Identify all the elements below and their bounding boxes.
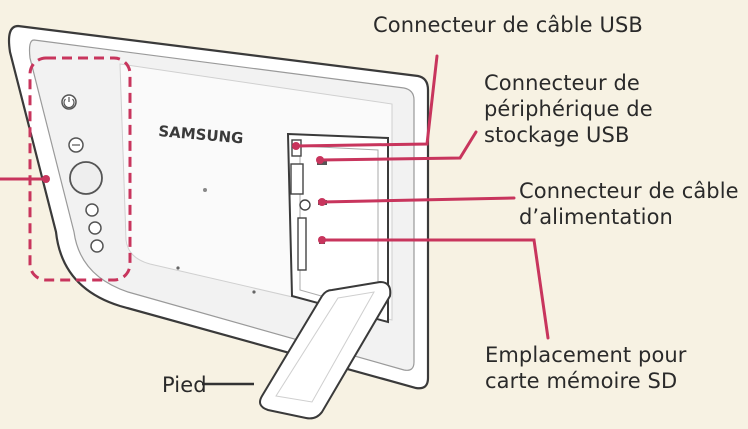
- sd-card-slot: [297, 217, 307, 271]
- label-usb-cable-connector: Connecteur de câble USB: [373, 13, 643, 37]
- mount-hole-icon: [203, 188, 207, 192]
- foot-dot-icon: [176, 266, 180, 270]
- side-buttons-highlight: [28, 56, 132, 282]
- label-sd-card-slot: Emplacement pour carte mémoire SD: [485, 343, 687, 393]
- usb-storage-port: [290, 163, 304, 195]
- settings-button-icon: [90, 239, 104, 253]
- back-button-icon: [85, 203, 99, 217]
- stand: [259, 280, 392, 420]
- callout-sd: [320, 238, 550, 340]
- connector-panel: [286, 132, 389, 324]
- callout-lines: [0, 54, 550, 340]
- label-usb-storage-connector: Connecteur de périphérique de stockage U…: [484, 71, 653, 147]
- label-stand: Pied: [162, 373, 207, 397]
- callout-usb-cable: [294, 54, 439, 148]
- power-port: [299, 199, 311, 211]
- label-power-connector: Connecteur de câble d’alimentation: [519, 179, 739, 229]
- callout-power: [320, 196, 516, 204]
- side-buttons: [61, 94, 104, 253]
- callout-usb-storage: [318, 130, 478, 162]
- navigation-pad-icon: [69, 161, 103, 195]
- play-button-icon: [88, 221, 102, 235]
- foot-dot-icon: [252, 290, 256, 294]
